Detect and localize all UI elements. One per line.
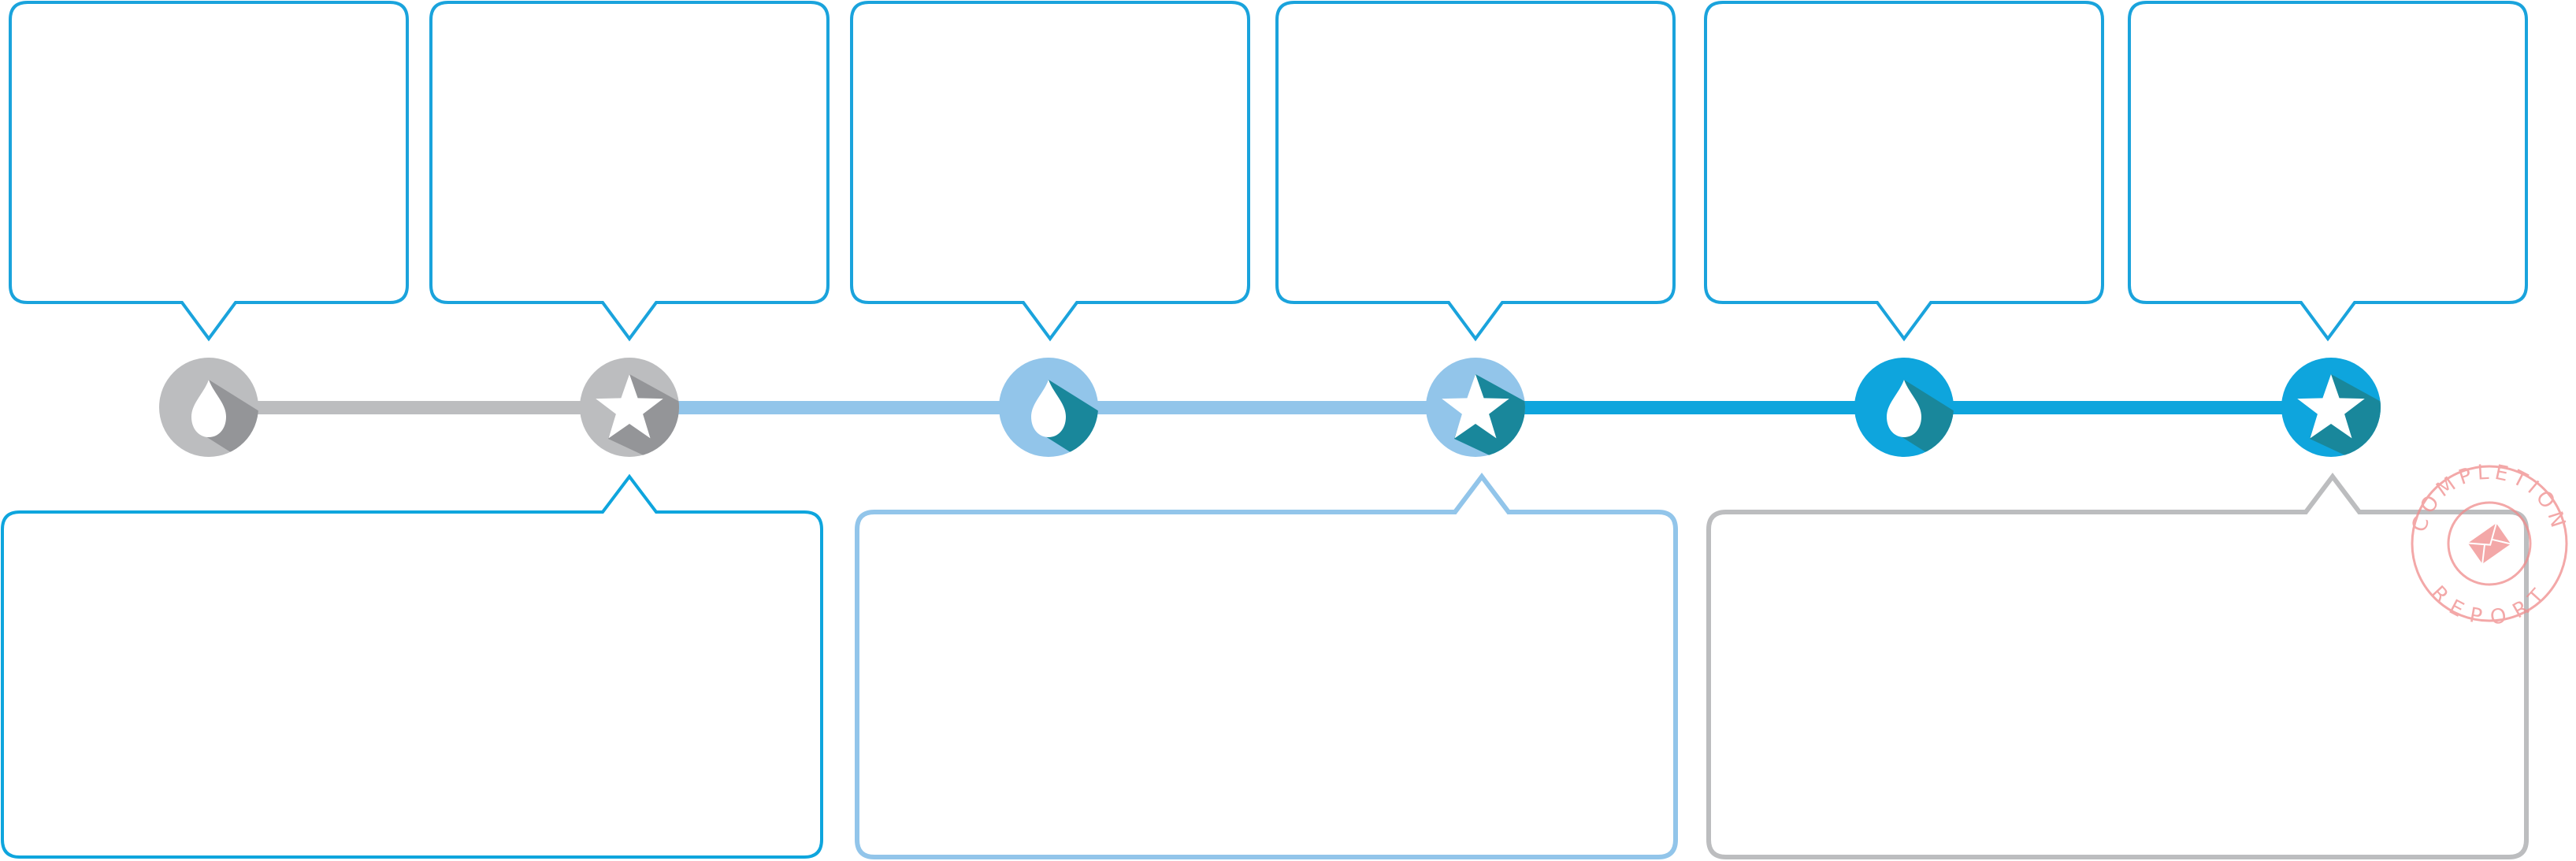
milestone-node [2281, 358, 2381, 457]
envelope-icon [2467, 523, 2511, 564]
timeline-connector [1097, 401, 1427, 414]
timeline-nodes [159, 358, 2381, 457]
top-callouts [9, 1, 2528, 342]
milestone-node [580, 358, 679, 457]
timeline-connectors [257, 401, 2283, 414]
timeline-connector [257, 401, 581, 414]
drop-icon [1887, 380, 1954, 457]
milestone-node [159, 358, 258, 457]
completion-report-stamp: COMPLETION REPORT [2407, 461, 2571, 630]
bottom-callout-box [1706, 473, 2529, 859]
top-callout-box [850, 1, 1250, 342]
top-callout-box [9, 1, 409, 342]
bottom-callout-box [1, 473, 823, 859]
drop-icon [191, 380, 258, 457]
timeline-connector [1524, 401, 1856, 414]
milestone-node [1854, 358, 1954, 457]
stamp-outer-ring [2411, 465, 2568, 622]
stamp-inner-ring [2447, 501, 2532, 586]
timeline-connector [677, 401, 1000, 414]
timeline-connector [1952, 401, 2283, 414]
top-callout-box [1275, 1, 1676, 342]
bottom-callouts [1, 473, 2529, 859]
star-shape [596, 374, 663, 439]
top-callout-box [1704, 1, 2104, 342]
milestone-node [1426, 358, 1525, 457]
top-callout-box [2128, 1, 2528, 342]
drop-icon [1031, 380, 1098, 457]
bottom-callout-box [855, 473, 1678, 859]
drop-shape [191, 380, 226, 437]
drop-shape [1887, 380, 1921, 437]
star-shape [2297, 374, 2365, 439]
milestone-node [999, 358, 1098, 457]
drop-shape [1031, 380, 1066, 437]
stamp-top-text: COMPLETION [2407, 461, 2571, 535]
top-callout-box [429, 1, 830, 342]
star-shape [1442, 374, 1509, 439]
